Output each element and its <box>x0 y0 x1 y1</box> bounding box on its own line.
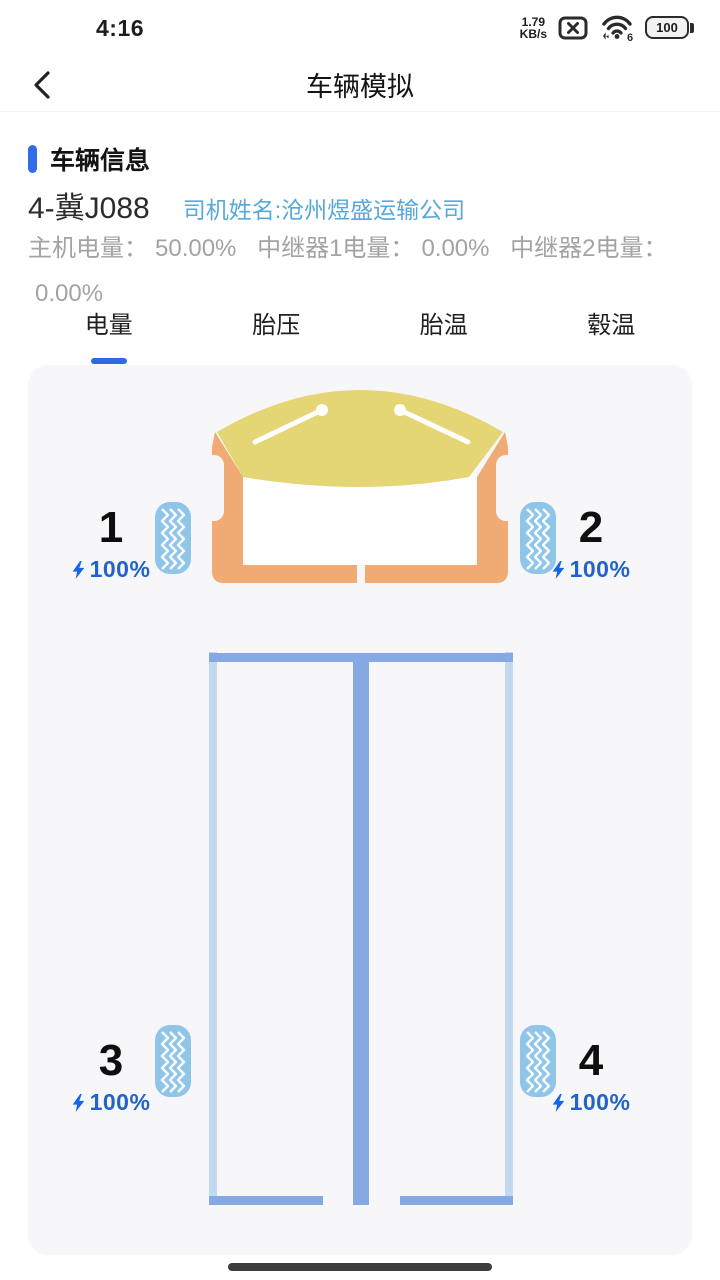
wheel-3-battery: 100% <box>64 1089 158 1116</box>
tab-battery[interactable]: 电量 <box>25 306 193 364</box>
wheel-4-percent: 100% <box>569 1089 631 1115</box>
repeater1-battery: 中继器1电量：0.00% <box>257 235 489 262</box>
battery-nub <box>690 22 694 33</box>
vehicle-identity-row: 4-冀J088 司机姓名:沧州煜盛运输公司 <box>28 183 692 227</box>
trailer-center-spine <box>353 653 369 1205</box>
wheel-1-label-group: 1 100% <box>64 505 158 583</box>
bolt-icon <box>552 560 564 579</box>
truck-cab-graphic <box>202 390 518 583</box>
host-battery-label: 主机电量： <box>28 235 148 262</box>
wheel-1-battery: 100% <box>64 556 158 583</box>
trailer-right-edge <box>505 652 513 1205</box>
host-battery-value: 50.00% <box>155 235 237 262</box>
trailer-rear-right-edge <box>400 1196 513 1205</box>
active-tab-underline <box>90 358 127 364</box>
network-speed: 1.79 KB/s <box>520 16 547 40</box>
wheel-1-number: 1 <box>98 503 124 552</box>
tab-hub-temp-label: 毂温 <box>587 312 636 339</box>
battery-level: 100 <box>645 16 689 39</box>
section-accent-bar <box>28 145 37 173</box>
wheel-2-label-group: 2 100% <box>544 505 638 583</box>
status-icons: 1.79 KB/s 6 100 <box>520 0 694 55</box>
tab-hub-temp[interactable]: 毂温 <box>528 306 696 364</box>
trailer-left-edge <box>209 652 217 1205</box>
battery-icon: 100 <box>645 16 694 39</box>
host-battery: 主机电量： 50.00% <box>28 235 236 262</box>
wheel-4-number: 4 <box>578 1036 604 1085</box>
battery-summary: 主机电量：50.00% 中继器1电量：0.00% 中继器2电量：0.00% <box>28 226 692 316</box>
repeater1-battery-label: 中继器1电量： <box>257 235 415 262</box>
tab-tire-temp-label: 胎温 <box>419 312 468 339</box>
repeater1-battery-value: 0.00% <box>421 235 490 262</box>
plate-number: 4-冀J088 <box>28 192 150 225</box>
clock: 4:16 <box>96 15 145 41</box>
tab-battery-label: 电量 <box>84 312 133 339</box>
svg-text:6: 6 <box>627 32 633 42</box>
page-title: 车辆模拟 <box>306 72 414 102</box>
tire-4-icon[interactable] <box>520 1025 556 1097</box>
back-chevron-icon <box>34 71 50 99</box>
repeater2-battery-label: 中继器2电量： <box>510 235 668 262</box>
tab-tire-pressure[interactable]: 胎压 <box>193 306 361 364</box>
status-bar: 4:16 1.79 KB/s 6 100 <box>0 0 720 55</box>
tire-1-icon[interactable] <box>155 502 191 574</box>
repeater2-battery-value: 0.00% <box>35 280 104 307</box>
wifi-icon: 6 <box>602 15 633 42</box>
vehicle-info-header: 车辆信息 <box>28 141 150 177</box>
wheel-4-battery: 100% <box>544 1089 638 1116</box>
back-button[interactable] <box>24 67 60 103</box>
nav-bar: 车辆模拟 <box>0 55 720 112</box>
network-speed-value: 1.79 <box>521 14 545 29</box>
bolt-icon <box>72 1093 84 1112</box>
network-speed-unit: KB/s <box>519 26 547 41</box>
driver-name-link[interactable]: 司机姓名:沧州煜盛运输公司 <box>182 197 466 223</box>
tire-2-icon[interactable] <box>520 502 556 574</box>
tab-tire-temp[interactable]: 胎温 <box>360 306 528 364</box>
wheel-2-battery: 100% <box>544 556 638 583</box>
wheel-2-number: 2 <box>578 503 604 552</box>
wheel-3-label-group: 3 100% <box>64 1038 158 1116</box>
section-title: 车辆信息 <box>50 147 151 175</box>
repeater2-battery: 中继器2电量： 0.00% <box>28 235 668 307</box>
tab-tire-pressure-label: 胎压 <box>252 312 301 339</box>
vehicle-diagram-card: 1 100% 2 100% 3 100% 4 100% <box>28 365 692 1255</box>
tire-3-icon[interactable] <box>155 1025 191 1097</box>
home-indicator[interactable] <box>228 1263 492 1271</box>
bolt-icon <box>552 1093 564 1112</box>
wheel-3-percent: 100% <box>89 1089 151 1115</box>
wheel-4-label-group: 4 100% <box>544 1038 638 1116</box>
sim-disabled-icon <box>558 16 588 39</box>
wheel-3-number: 3 <box>98 1036 124 1085</box>
wheel-2-percent: 100% <box>569 556 631 582</box>
metric-tabs: 电量 胎压 胎温 毂温 <box>25 306 695 364</box>
bolt-icon <box>72 560 84 579</box>
wheel-1-percent: 100% <box>89 556 151 582</box>
trailer-rear-left-edge <box>209 1196 323 1205</box>
